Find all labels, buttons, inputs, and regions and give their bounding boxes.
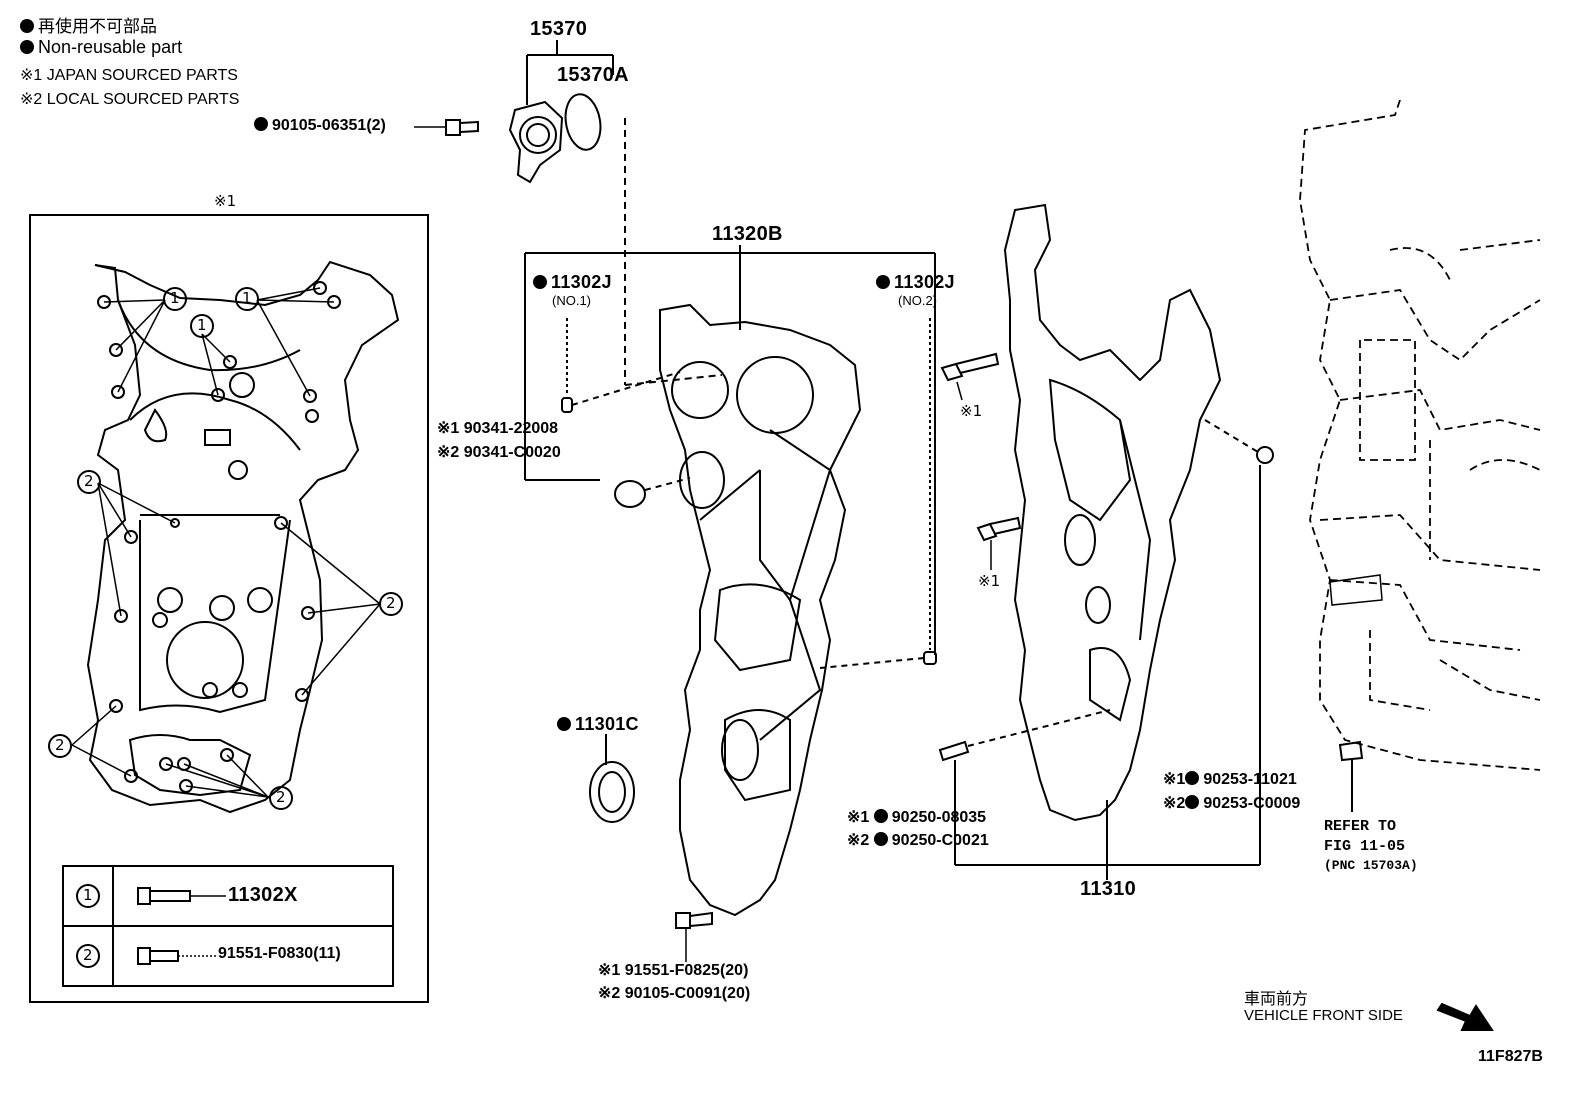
timing-case-outline [1003,203,1222,822]
nonreusable-icon [873,832,888,846]
part-90250-C0021[interactable]: ※2 90250-C0021 [847,832,989,849]
refer-line-1: REFER TO [1324,818,1397,835]
callout-2: 2 [55,736,65,754]
inset-frame [29,214,429,1003]
part-90341-22008[interactable]: ※1 90341-22008 [437,420,559,437]
part-90105-C0091[interactable]: ※2 90105-C0091(20) [598,985,751,1002]
part-90105-06351[interactable]: 90105-06351(2) [254,117,386,135]
part-15370-outline [508,100,564,184]
part-11302J-no1-sub: (NO.1) [552,293,591,308]
nonreusable-icon [876,275,890,289]
front-direction-arrow [1436,1002,1494,1031]
nonreusable-icon [533,275,547,289]
mark-japan-bolt-upper: ※1 [960,402,983,420]
figure-id: 11F827B [1478,1048,1543,1065]
direction-jp: 車両前方 [1244,991,1309,1008]
refer-line-3: (PNC 15703A) [1324,858,1418,873]
part-11310[interactable]: 11310 [1080,878,1137,900]
part-90250-08035[interactable]: ※1 90250-08035 [847,809,987,826]
timing-chain-cover-outline [659,303,862,917]
nonreusable-icon [1185,771,1200,785]
legend-nonreusable-en: Non-reusable part [20,37,182,58]
part-11320B[interactable]: 11320B [712,223,783,245]
part-11302J-no2[interactable]: 11302J [876,272,955,293]
nonreusable-icon [1185,795,1200,809]
direction-en: VEHICLE FRONT SIDE [1244,1007,1403,1024]
part-11302J-no1[interactable]: 11302J [533,272,612,293]
inset-gasket-outline [86,260,400,814]
callout-2: 2 [386,594,396,612]
part-91551-F0825[interactable]: ※1 91551-F0825(20) [598,962,749,979]
table-symbol-1: 1 [83,886,93,904]
table-symbol-2: 2 [83,946,93,964]
callout-2: 2 [276,788,286,806]
part-90341-C0020[interactable]: ※2 90341-C0020 [437,444,561,461]
inset-label: ※1 [214,192,237,210]
refer-line-2[interactable]: FIG 11-05 [1324,838,1406,855]
legend-japan-parts: ※1 JAPAN SOURCED PARTS [20,67,238,84]
table-part-11302X: 11302X [228,884,298,906]
part-15370A[interactable]: 15370A [557,64,629,86]
mark-japan-bolt-lower: ※1 [978,572,1001,590]
table-part-91551-F0830: 91551-F0830(11) [218,945,341,962]
part-11302J-no2-sub: (NO.2) [898,293,937,308]
legend-local-parts: ※2 LOCAL SOURCED PARTS [20,91,240,108]
part-15370[interactable]: 15370 [530,18,588,40]
nonreusable-icon [873,809,888,823]
engine-block-outline [1299,99,1541,771]
part-11301C[interactable]: 11301C [557,714,639,735]
bullet-icon [20,19,34,33]
nonreusable-icon [254,117,268,131]
callout-1: 1 [242,289,252,307]
nonreusable-icon [557,717,571,731]
legend-nonreusable-jp: 再使用不可部品 [20,12,157,37]
callout-1: 1 [170,289,180,307]
callout-2: 2 [84,472,94,490]
callout-1: 1 [197,316,207,334]
bullet-icon [20,40,34,54]
